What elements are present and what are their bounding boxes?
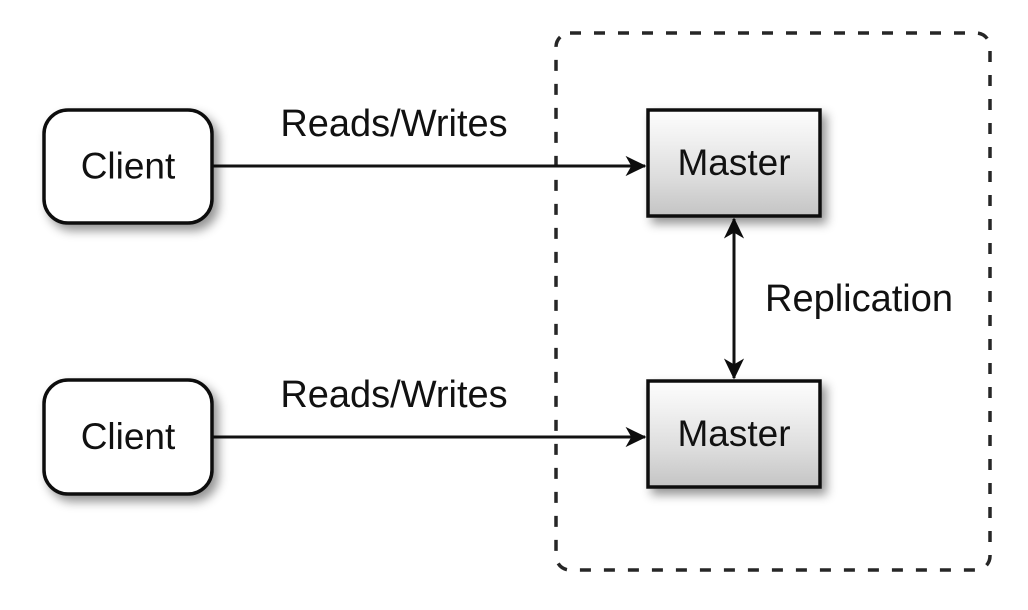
- edge-label-replication: Replication: [765, 278, 953, 320]
- node-master-top[interactable]: Master: [646, 108, 822, 218]
- edges-layer: [212, 155, 745, 448]
- master-top-box[interactable]: [646, 108, 822, 218]
- client-bottom-label: Client: [81, 416, 176, 457]
- node-client-bottom[interactable]: Client: [42, 378, 214, 496]
- master-bottom-label: Master: [677, 413, 790, 454]
- node-client-top[interactable]: Client: [42, 108, 214, 225]
- node-master-bottom[interactable]: Master: [646, 379, 822, 489]
- edge-label-reads-writes-top: Reads/Writes: [280, 103, 507, 145]
- client-top-label: Client: [81, 145, 176, 186]
- replication-cluster-boundary: [554, 31, 992, 572]
- edge-label-reads-writes-bottom: Reads/Writes: [280, 374, 507, 416]
- client-top-box[interactable]: [42, 108, 214, 225]
- client-bottom-box[interactable]: [42, 378, 214, 496]
- edge-labels-layer: Reads/Writes Reads/Writes Replication: [280, 103, 953, 416]
- master-bottom-box[interactable]: [646, 379, 822, 489]
- master-top-label: Master: [677, 142, 790, 183]
- cluster-boundary-outline: [554, 31, 992, 572]
